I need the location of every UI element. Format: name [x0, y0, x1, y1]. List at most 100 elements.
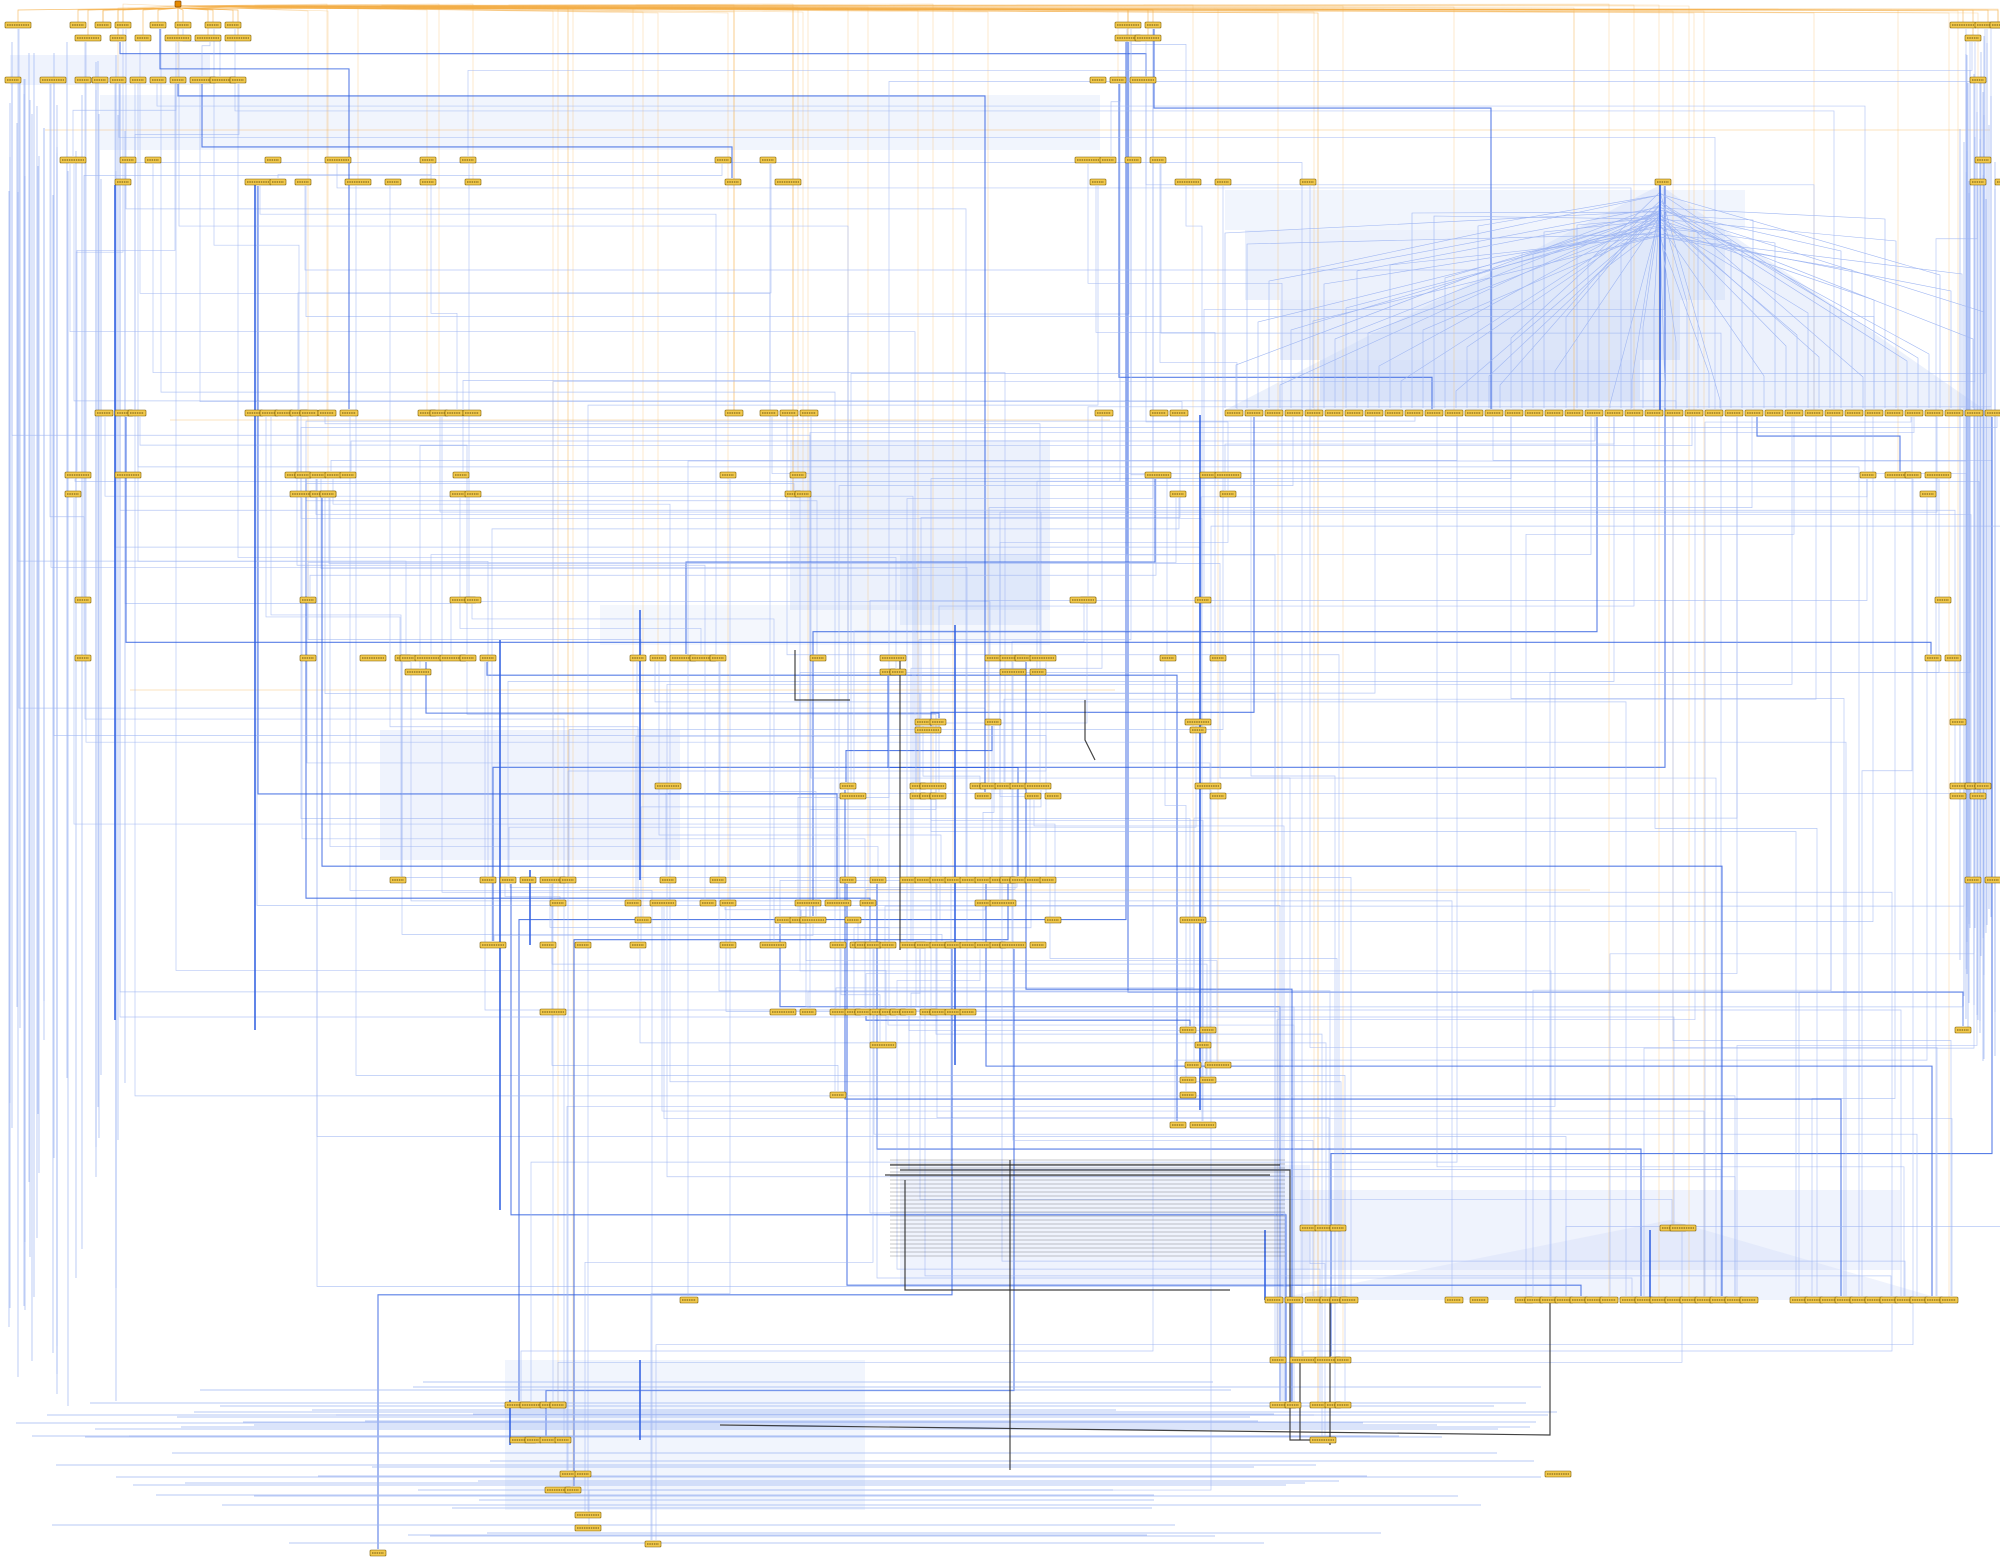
edge-blue [237, 84, 897, 668]
edge-orange [102, 5, 179, 22]
edge-band [380, 730, 680, 860]
graph-node [1949, 21, 1977, 29]
graph-node [1144, 471, 1172, 479]
edge-blue [906, 29, 1154, 1008]
graph-node [1289, 1356, 1317, 1364]
edge-blue [430, 417, 1592, 654]
edge-band [600, 605, 1050, 645]
edge-band [1300, 1190, 1900, 1270]
edge-blue [471, 604, 775, 941]
edge-orange [177, 5, 809, 900]
edge-blue [935, 800, 1323, 1436]
edge-blue [884, 790, 1965, 1008]
edge-orange [177, 5, 634, 900]
edge-blue [160, 29, 836, 1091]
edge-blue [177, 84, 986, 792]
edge-orange [177, 5, 919, 783]
edge-blue [865, 884, 1016, 899]
edge-blue [724, 907, 802, 916]
edge-blue [1174, 498, 1928, 1121]
graph-node [1184, 718, 1212, 726]
edge-black [1084, 700, 1096, 761]
edge-blue [850, 29, 1986, 782]
edge-blue [467, 42, 1973, 156]
edge-orange [177, 5, 1999, 22]
graph-node [919, 782, 947, 790]
edge-blue [118, 84, 1716, 409]
edge-orange [177, 5, 1705, 1297]
edge-orange [177, 5, 1219, 1062]
edge-blue [1704, 417, 1912, 1296]
edge-orange [177, 3, 934, 783]
edge-blue [1145, 42, 1229, 490]
edge-blue [466, 662, 937, 792]
edge-blue [669, 790, 1342, 1296]
graph-node [74, 34, 102, 42]
edge-blue [389, 186, 639, 941]
edge-blue [307, 604, 642, 654]
edge-blue [139, 417, 468, 654]
edge-blue [1224, 417, 1615, 490]
edge-blue [922, 726, 981, 782]
edge-blue [234, 29, 1835, 409]
edge-blue [665, 790, 1965, 876]
edge-orange [177, 3, 794, 491]
edge-blue [74, 479, 1980, 792]
graph-node [999, 668, 1027, 676]
edge-blue [919, 949, 1673, 1224]
graph-node [1029, 654, 1057, 662]
edge-blue [1654, 417, 1818, 1296]
edge-blue [876, 1016, 1633, 1296]
edge-blue [908, 1016, 1207, 1076]
edge-band [790, 440, 1050, 610]
graph-node [64, 471, 92, 479]
graph-node [1924, 471, 1952, 479]
edge-blue [350, 417, 1596, 471]
edge-blue [520, 29, 1154, 1401]
edge-orange [177, 5, 359, 179]
graph-node [4, 21, 32, 29]
graph-node [479, 941, 507, 949]
edge-orange [177, 3, 328, 410]
graph-node [1024, 782, 1052, 790]
graph-node [1544, 1470, 1572, 1478]
edge-blue [510, 884, 1287, 1401]
edge-fan [1270, 1220, 1945, 1300]
edge-orange [117, 5, 179, 77]
graph-node [574, 1524, 602, 1532]
edge-blue [1003, 417, 1817, 782]
edge-orange [178, 5, 569, 877]
edge-blue [809, 790, 937, 916]
edge-orange [177, 3, 474, 179]
edge-orange [122, 3, 179, 22]
edge-blue [985, 884, 1933, 1296]
graph-node [224, 34, 252, 42]
edge-orange [117, 6, 179, 35]
edge-orange [177, 5, 794, 491]
edge-blue [307, 498, 1177, 596]
edge-blue [835, 924, 1195, 1008]
edge-blue [309, 479, 1157, 596]
edge-blue [156, 84, 1866, 471]
edge-orange [177, 5, 1979, 77]
edge-blue [584, 949, 874, 1511]
edge-orange [177, 5, 735, 410]
edge-band [100, 95, 1100, 150]
edge-blue [1001, 790, 1906, 1296]
graph-node [1189, 1121, 1217, 1129]
edge-blue [1861, 417, 1913, 1296]
graph-node [914, 726, 942, 734]
graph-node [414, 654, 442, 662]
graph-node [59, 156, 87, 164]
edge-band [900, 555, 1040, 625]
graph-node [794, 899, 822, 907]
edge-blue [300, 417, 1998, 471]
graph-node [654, 782, 682, 790]
edge-blue [425, 662, 940, 718]
edge-blue [104, 417, 914, 941]
edge-orange [177, 5, 869, 900]
edge-orange [177, 5, 1959, 719]
edge-blue [441, 417, 1893, 1296]
edge-blue [685, 479, 1156, 654]
